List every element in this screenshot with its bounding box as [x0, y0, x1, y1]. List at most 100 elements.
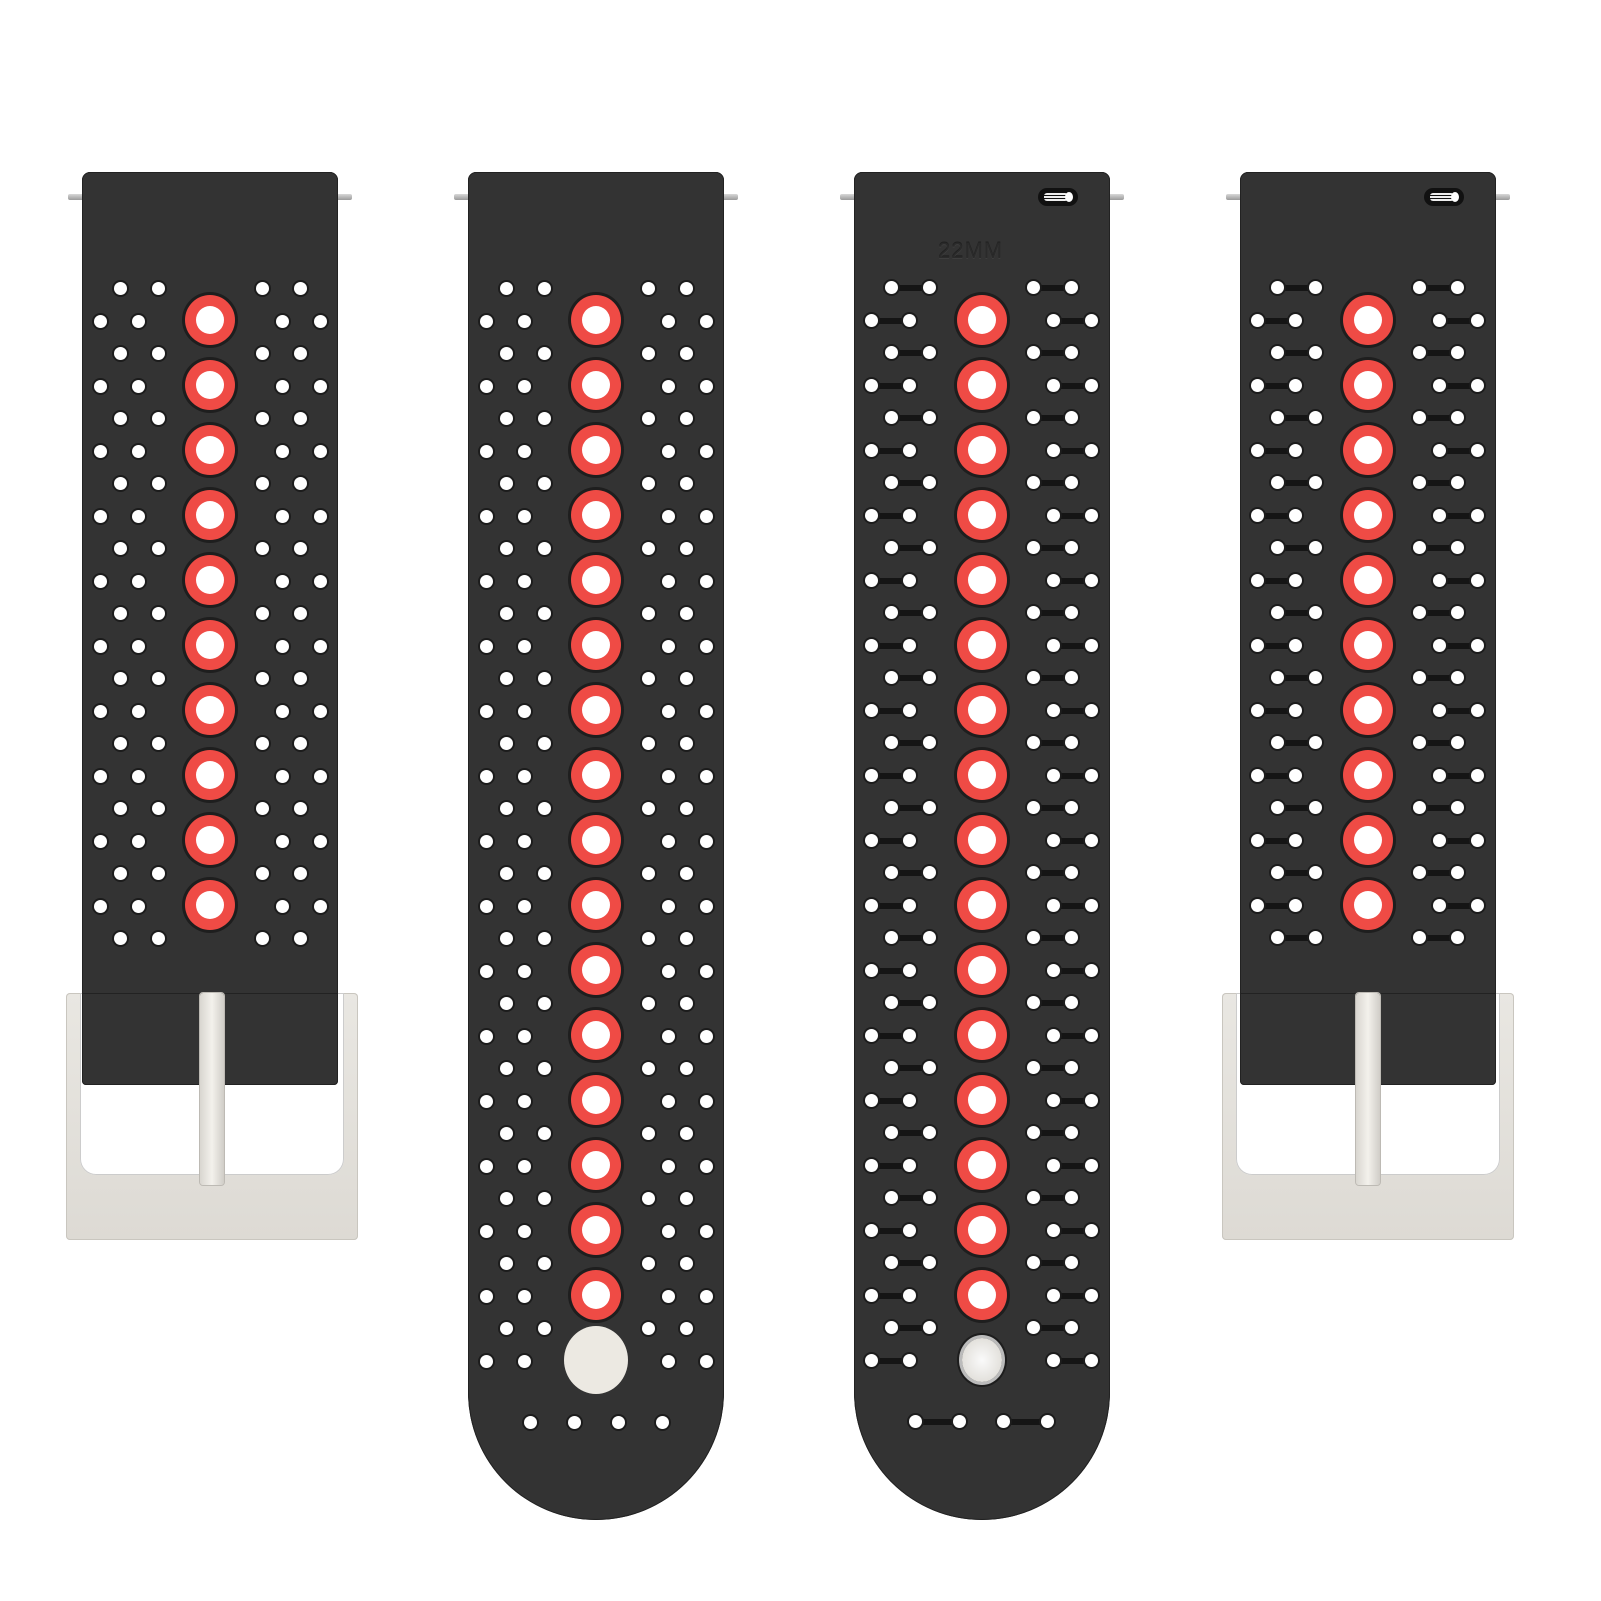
vent-hole	[865, 1288, 878, 1302]
vent-hole	[500, 1322, 513, 1335]
vent-hole	[1309, 411, 1322, 424]
vent-hole	[662, 574, 675, 588]
vent-hole	[94, 574, 107, 588]
vent-hole	[1433, 768, 1446, 782]
vent-hole	[865, 638, 878, 652]
vent-hole	[518, 639, 531, 653]
vent-hole	[480, 1094, 493, 1108]
vent-hole	[294, 282, 307, 295]
vent-hole	[1271, 801, 1284, 814]
link-bar	[1054, 1227, 1092, 1234]
vent-hole	[314, 704, 327, 718]
vent-hole	[865, 443, 878, 457]
vent-hole	[256, 477, 269, 490]
link-bar	[892, 1195, 930, 1201]
vent-hole	[662, 899, 675, 913]
link-bar	[1440, 707, 1478, 714]
link-bar	[1420, 675, 1458, 681]
vent-hole	[152, 347, 165, 360]
vent-hole	[314, 314, 327, 328]
vent-hole	[1309, 606, 1322, 619]
vent-hole	[662, 1289, 675, 1303]
vent-hole	[903, 1028, 916, 1042]
vent-hole	[1309, 801, 1322, 814]
vent-hole	[152, 282, 165, 295]
vent-hole	[538, 1322, 551, 1335]
vent-hole	[152, 867, 165, 880]
vent-hole	[1271, 931, 1284, 944]
vent-hole	[1047, 1028, 1060, 1042]
vent-hole	[1413, 931, 1426, 944]
vent-hole	[662, 444, 675, 458]
link-bar	[1278, 870, 1316, 876]
vent-hole	[1289, 898, 1302, 912]
vent-hole	[1027, 1321, 1040, 1334]
vent-hole	[94, 509, 107, 523]
red-ring-hole	[957, 1010, 1007, 1060]
vent-hole	[680, 737, 693, 750]
vent-hole	[885, 866, 898, 879]
vent-hole	[1047, 898, 1060, 912]
vent-hole	[642, 607, 655, 620]
vent-hole	[114, 672, 127, 685]
vent-hole	[480, 314, 493, 328]
link-bar	[1004, 1419, 1048, 1425]
link-bar	[1420, 935, 1458, 941]
vent-hole	[865, 1028, 878, 1042]
vent-hole	[662, 379, 675, 393]
red-ring-hole	[957, 1140, 1007, 1190]
vent-hole	[518, 574, 531, 588]
vent-hole	[700, 1029, 713, 1043]
vent-hole	[903, 378, 916, 392]
vent-hole	[1413, 476, 1426, 489]
link-bar	[892, 545, 930, 551]
link-bar	[1278, 480, 1316, 486]
red-ring-hole	[957, 1270, 1007, 1320]
vent-hole	[1413, 671, 1426, 684]
vent-hole	[1027, 996, 1040, 1009]
red-ring-hole	[1343, 490, 1393, 540]
link-bar	[1054, 317, 1092, 324]
link-bar	[1258, 382, 1296, 389]
vent-hole	[885, 736, 898, 749]
red-ring-hole	[185, 360, 235, 410]
link-bar	[1034, 1325, 1072, 1331]
vent-hole	[1471, 638, 1484, 652]
vent-hole	[680, 477, 693, 490]
vent-hole	[1471, 833, 1484, 847]
vent-hole	[500, 867, 513, 880]
red-ring-hole	[185, 555, 235, 605]
red-ring-hole	[1343, 360, 1393, 410]
link-bar	[1034, 1195, 1072, 1201]
vent-hole	[500, 607, 513, 620]
vent-hole	[152, 802, 165, 815]
red-ring-hole	[185, 750, 235, 800]
vent-hole	[923, 1126, 936, 1139]
vent-hole	[1413, 346, 1426, 359]
vent-hole	[700, 574, 713, 588]
vent-hole	[1065, 606, 1078, 619]
red-ring-hole	[571, 1140, 621, 1190]
vent-hole	[294, 672, 307, 685]
vent-hole	[500, 997, 513, 1010]
vent-hole	[1251, 378, 1264, 392]
vent-hole	[1065, 411, 1078, 424]
vent-hole	[662, 639, 675, 653]
red-ring-hole	[957, 880, 1007, 930]
vent-hole	[1047, 703, 1060, 717]
vent-hole	[662, 1029, 675, 1043]
vent-hole	[1251, 768, 1264, 782]
buckle-tongue	[200, 993, 224, 1185]
vent-hole	[885, 476, 898, 489]
vent-hole	[1471, 768, 1484, 782]
vent-hole	[1451, 866, 1464, 879]
quick-release-pin	[1038, 188, 1078, 206]
vent-hole	[700, 1094, 713, 1108]
vent-hole	[538, 737, 551, 750]
vent-hole	[1289, 638, 1302, 652]
vent-hole	[538, 1257, 551, 1270]
link-bar	[1034, 415, 1072, 421]
vent-hole	[1251, 638, 1264, 652]
vent-hole	[276, 314, 289, 328]
vent-hole	[1289, 443, 1302, 457]
